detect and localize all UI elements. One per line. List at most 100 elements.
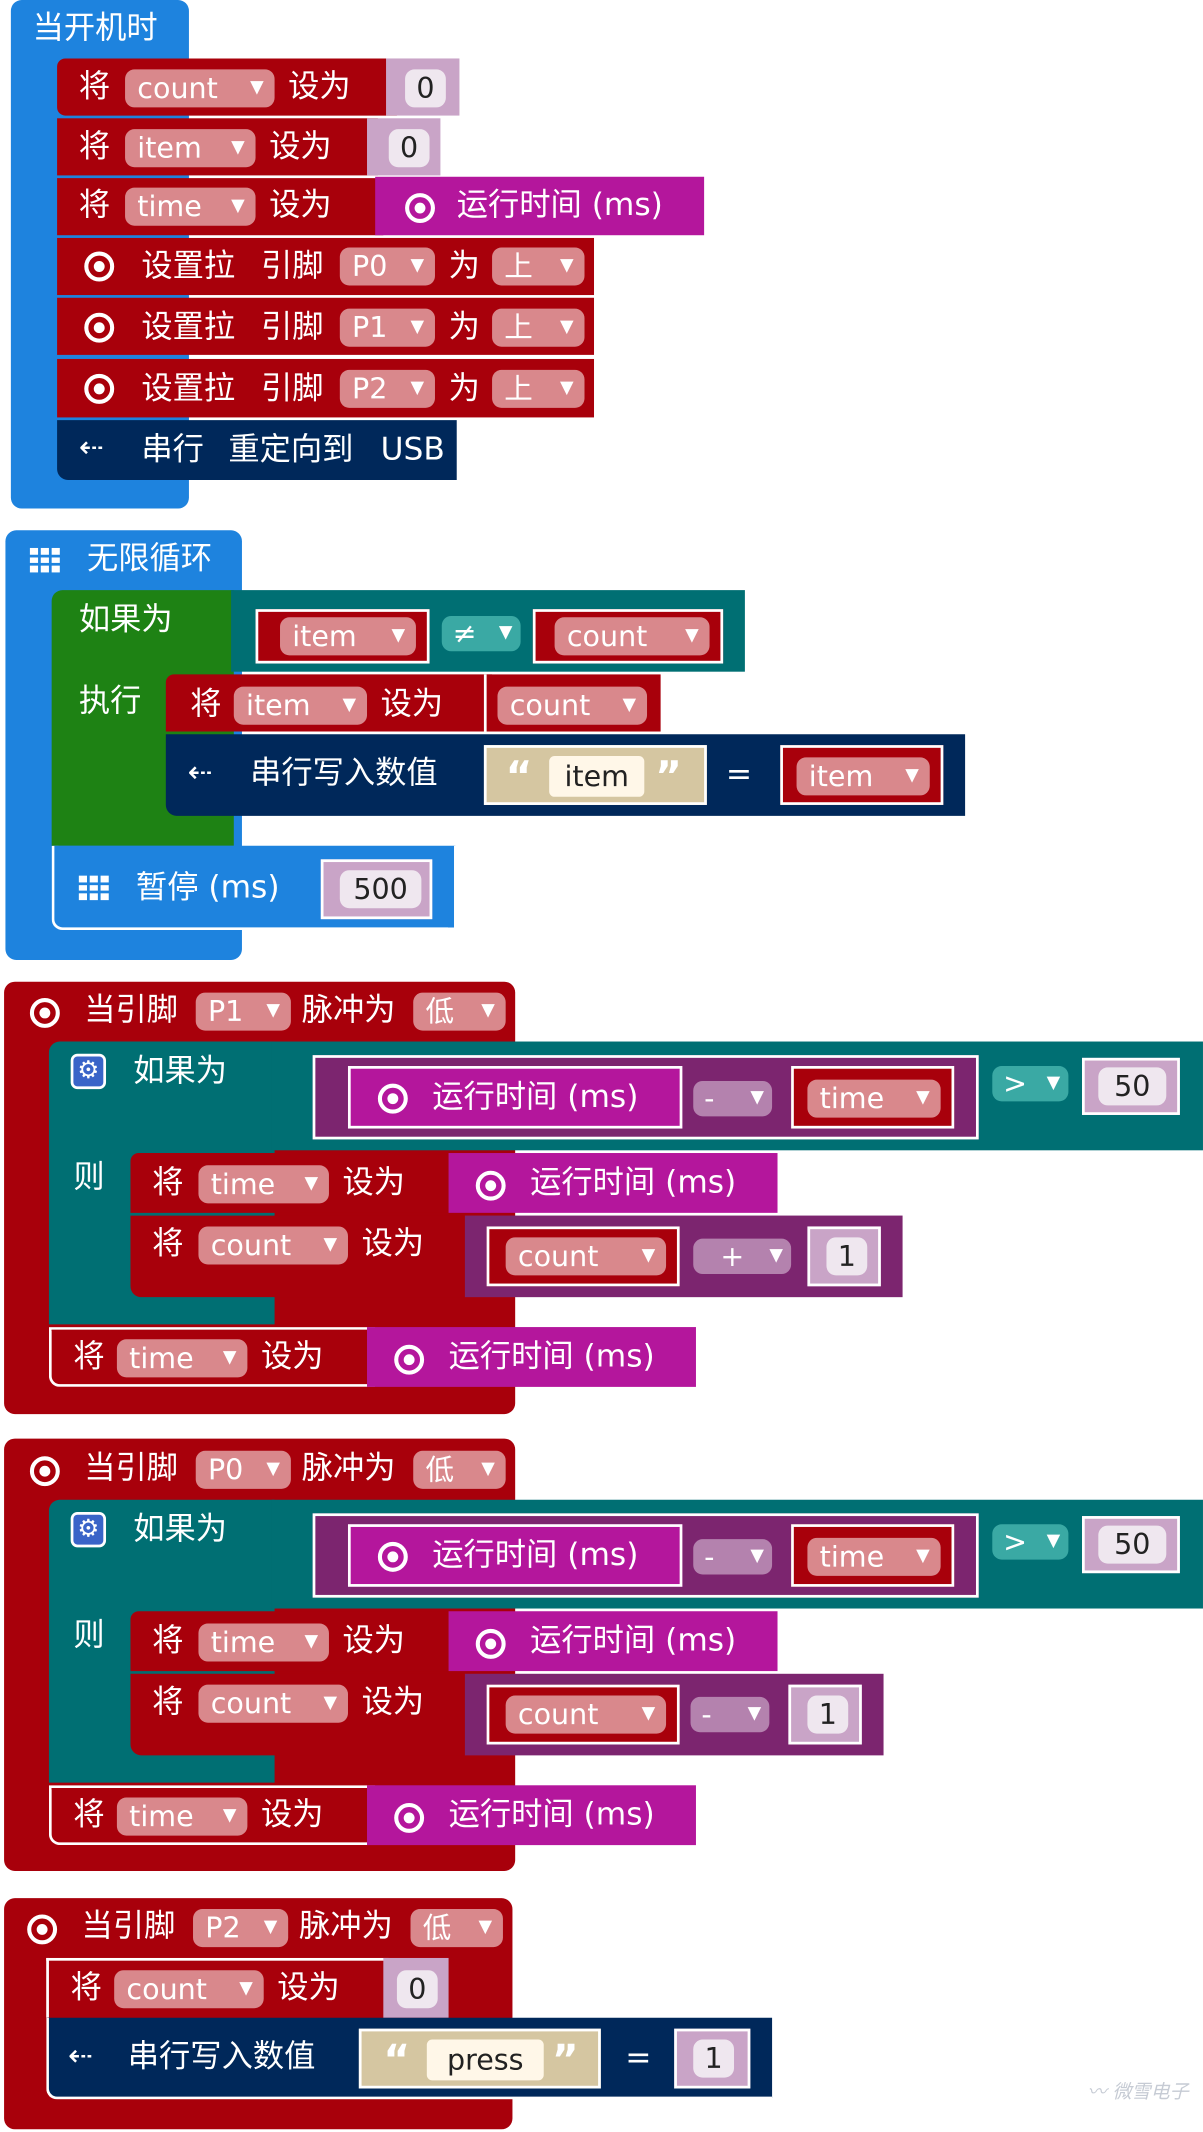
- variable-dropdown-time[interactable]: time▼: [807, 1079, 941, 1118]
- serial-label: 串行: [141, 432, 204, 468]
- to-keyword: 设为: [277, 1970, 340, 2006]
- number-input[interactable]: 50: [1098, 1525, 1167, 1564]
- dropdown-arrow-icon: ▼: [481, 1000, 495, 1022]
- pull-mode-dropdown[interactable]: 上▼: [492, 369, 585, 408]
- pull-label: 设置拉: [141, 310, 236, 346]
- number-input[interactable]: 1: [807, 1695, 849, 1734]
- dropdown-arrow-icon: ▼: [342, 694, 357, 716]
- number-input[interactable]: 50: [1098, 1067, 1167, 1106]
- serial-redirect-block[interactable]: [57, 420, 457, 480]
- watermark-logo: 〰 微雪电子: [1087, 2081, 1189, 2104]
- as-keyword: 为: [448, 371, 480, 407]
- serial-write-label: 串行写入数值: [250, 755, 438, 792]
- pin-dropdown[interactable]: P1▼: [339, 308, 435, 347]
- number-input[interactable]: 0: [396, 1970, 438, 2009]
- variable-dropdown-count[interactable]: count▼: [554, 617, 710, 656]
- variable-dropdown-item[interactable]: item▼: [233, 686, 368, 725]
- dropdown-arrow-icon: ▼: [1046, 1531, 1061, 1552]
- target-icon: [377, 1083, 408, 1114]
- usb-icon: ⇠: [187, 755, 213, 790]
- variable-dropdown-time[interactable]: time▼: [807, 1537, 941, 1576]
- variable-dropdown-count[interactable]: count▼: [114, 1970, 264, 2009]
- dropdown-arrow-icon: ▼: [222, 1347, 237, 1368]
- target-icon: [377, 1541, 408, 1572]
- runtime-label: 运行时间 (ms): [530, 1165, 737, 1201]
- set-keyword: 将: [73, 1339, 105, 1375]
- to-keyword: 设为: [260, 1797, 324, 1833]
- pull-mode-dropdown[interactable]: 上▼: [492, 308, 585, 347]
- dropdown-arrow-icon: ▼: [323, 1234, 338, 1256]
- usb-icon: ⇠: [78, 431, 104, 466]
- variable-dropdown-time[interactable]: time▼: [116, 1339, 248, 1378]
- string-input[interactable]: item: [549, 755, 645, 797]
- pin-dropdown[interactable]: P0▼: [195, 1450, 291, 1489]
- variable-dropdown-count[interactable]: count▼: [198, 1226, 348, 1265]
- to-keyword: 设为: [361, 1226, 425, 1262]
- math-operator-dropdown[interactable]: -▼: [693, 1539, 773, 1575]
- dropdown-arrow-icon: ▼: [641, 1245, 656, 1266]
- math-operator-dropdown[interactable]: -▼: [693, 1080, 773, 1117]
- pin-dropdown[interactable]: P0▼: [339, 247, 435, 286]
- settings-gear-icon[interactable]: ⚙: [70, 1511, 107, 1548]
- dropdown-arrow-icon: ▼: [750, 1087, 764, 1109]
- dropdown-arrow-icon: ▼: [231, 137, 245, 158]
- number-input[interactable]: 0: [388, 129, 430, 168]
- variable-dropdown-count[interactable]: count▼: [198, 1684, 348, 1723]
- target-icon: [475, 1628, 506, 1659]
- dropdown-arrow-icon: ▼: [410, 255, 425, 277]
- compare-operator-dropdown[interactable]: >▼: [992, 1524, 1069, 1560]
- dropdown-arrow-icon: ▼: [622, 694, 637, 716]
- dropdown-arrow-icon: ▼: [263, 1917, 278, 1938]
- pin-dropdown[interactable]: P1▼: [195, 992, 291, 1031]
- if-label: 如果为: [133, 1511, 228, 1548]
- dropdown-arrow-icon: ▼: [478, 1917, 493, 1938]
- equals-label: =: [625, 2040, 652, 2077]
- dropdown-arrow-icon: ▼: [266, 1000, 281, 1022]
- string-input[interactable]: press: [426, 2039, 544, 2081]
- to-keyword: 设为: [342, 1165, 406, 1201]
- variable-dropdown-count[interactable]: count▼: [125, 69, 275, 108]
- close-quote-icon: ”: [655, 753, 682, 801]
- variable-dropdown-item[interactable]: item▼: [125, 129, 256, 168]
- target-icon: [29, 1456, 60, 1487]
- settings-gear-icon[interactable]: ⚙: [70, 1053, 107, 1090]
- variable-dropdown-time[interactable]: time▼: [198, 1165, 329, 1204]
- pull-label: 设置拉: [141, 371, 236, 407]
- pin-dropdown[interactable]: P2▼: [193, 1909, 289, 1948]
- compare-operator-dropdown[interactable]: >▼: [992, 1066, 1069, 1102]
- number-input[interactable]: 1: [693, 2039, 735, 2078]
- pulse-level-dropdown[interactable]: 低▼: [413, 992, 506, 1031]
- event-suffix: 脉冲为: [299, 1909, 393, 1945]
- variable-dropdown-count[interactable]: count▼: [505, 1695, 667, 1734]
- variable-dropdown-count[interactable]: count▼: [497, 686, 648, 725]
- target-icon: [475, 1170, 506, 1201]
- runtime-label: 运行时间 (ms): [432, 1079, 639, 1115]
- math-operator-dropdown[interactable]: +▼: [693, 1238, 792, 1275]
- variable-dropdown-time[interactable]: time▼: [198, 1623, 329, 1662]
- dropdown-arrow-icon: ▼: [560, 377, 574, 399]
- math-operator-dropdown[interactable]: -▼: [690, 1696, 770, 1733]
- dropdown-arrow-icon: ▼: [916, 1545, 930, 1567]
- variable-dropdown-item[interactable]: item▼: [280, 617, 416, 656]
- as-keyword: 为: [448, 248, 480, 285]
- dropdown-arrow-icon: ▼: [222, 1805, 237, 1827]
- target-icon: [84, 312, 115, 343]
- number-input[interactable]: 500: [339, 870, 422, 909]
- dropdown-arrow-icon: ▼: [410, 316, 425, 338]
- set-keyword: 将: [73, 1797, 105, 1833]
- pull-mode-dropdown[interactable]: 上▼: [492, 247, 585, 286]
- variable-dropdown-time[interactable]: time▼: [116, 1797, 248, 1836]
- variable-dropdown-time[interactable]: time▼: [125, 187, 256, 226]
- number-input[interactable]: 1: [826, 1237, 868, 1276]
- compare-operator-dropdown[interactable]: ≠▼: [441, 615, 521, 652]
- pulse-level-dropdown[interactable]: 低▼: [410, 1909, 503, 1948]
- pulse-level-dropdown[interactable]: 低▼: [413, 1450, 506, 1489]
- then-label: 则: [73, 1618, 105, 1654]
- dropdown-arrow-icon: ▼: [560, 316, 574, 338]
- variable-dropdown-count[interactable]: count▼: [505, 1237, 667, 1276]
- number-input[interactable]: 0: [405, 69, 446, 108]
- dropdown-arrow-icon: ▼: [250, 77, 264, 98]
- pin-dropdown[interactable]: P2▼: [339, 369, 435, 408]
- variable-dropdown-item[interactable]: item▼: [796, 757, 930, 796]
- dropdown-arrow-icon: ▼: [239, 1978, 253, 1999]
